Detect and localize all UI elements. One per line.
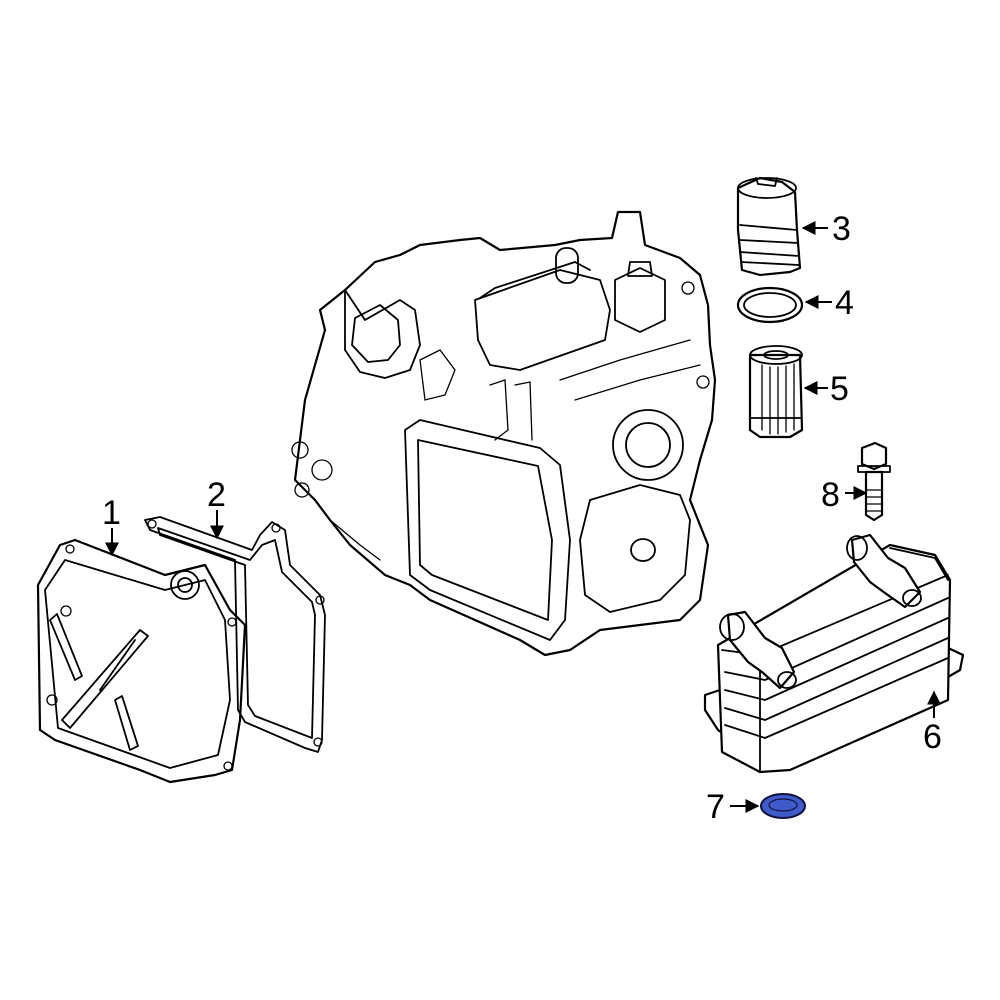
callout-3: 3 <box>832 210 851 248</box>
seal-highlighted[interactable] <box>760 793 806 819</box>
oil-cooler[interactable] <box>703 533 965 774</box>
callout-8: 8 <box>821 476 840 514</box>
callout-6: 6 <box>923 718 942 756</box>
callout-2: 2 <box>207 476 226 514</box>
oil-pan[interactable] <box>36 538 247 784</box>
transmission-housing[interactable] <box>291 210 717 657</box>
callout-4: 4 <box>835 284 854 322</box>
o-ring[interactable] <box>736 286 804 324</box>
oil-pan-gasket[interactable] <box>144 516 326 753</box>
leader-lines <box>105 221 941 813</box>
callout-7: 7 <box>706 788 725 826</box>
callout-1: 1 <box>102 494 121 532</box>
filter-element[interactable] <box>748 345 804 439</box>
callout-5: 5 <box>830 370 849 408</box>
callout-labels: 1 2 3 4 5 6 7 8 <box>102 210 942 826</box>
filter-housing-cap[interactable] <box>736 176 802 277</box>
bolt[interactable] <box>857 441 891 522</box>
